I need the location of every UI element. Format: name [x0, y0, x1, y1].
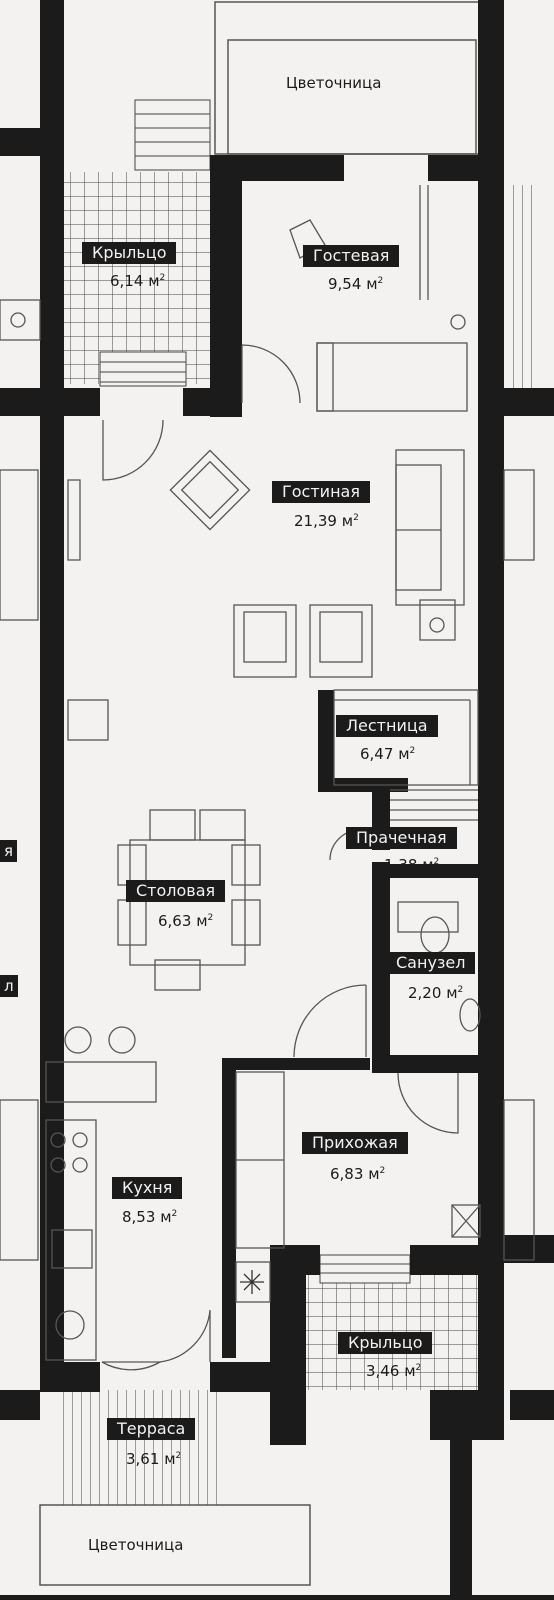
- porch-top-steps: [99, 351, 187, 387]
- room-area-stairs: 6,47 м2: [360, 745, 416, 763]
- right-neighbour-deck: [505, 185, 533, 390]
- room-name-stairs: Лестница: [336, 715, 438, 737]
- room-name-kitchen: Кухня: [112, 1177, 183, 1199]
- room-name-flowerbed-bottom: Цветочница: [88, 1536, 184, 1554]
- porch-bottom-tiles: [305, 1270, 485, 1390]
- room-name-living: Гостиная: [272, 481, 370, 503]
- room-name-guest: Гостевая: [303, 245, 400, 267]
- room-name-porch-bottom: Крыльцо: [338, 1332, 433, 1354]
- porch-top-tiles: [62, 172, 210, 384]
- room-name-dining: Столовая: [126, 880, 226, 902]
- furniture-lines: [0, 185, 535, 1371]
- room-area-guest: 9,54 м2: [328, 275, 384, 293]
- room-area-porch-top: 6,14 м2: [110, 272, 166, 290]
- room-area-hall: 6,83 м2: [330, 1165, 386, 1183]
- flowerbed-bottom-outline: [39, 1504, 311, 1586]
- room-name-laundry: Прачечная: [346, 827, 457, 849]
- room-area-living: 21,39 м2: [294, 512, 359, 530]
- neighbour-label-fragment-b: л: [0, 975, 18, 997]
- room-area-terrace: 3,61 м2: [126, 1450, 182, 1468]
- room-area-porch-bottom: 3,46 м2: [366, 1362, 422, 1380]
- terrace-deck: [62, 1390, 222, 1505]
- neighbour-label-fragment-a: я: [0, 840, 18, 862]
- room-name-porch-top: Крыльцо: [82, 242, 177, 264]
- room-area-dining: 6,63 м2: [158, 912, 214, 930]
- room-area-laundry: 1,38 м2: [384, 856, 440, 874]
- room-name-terrace: Терраса: [107, 1418, 196, 1440]
- room-name-hall: Прихожая: [302, 1132, 408, 1154]
- room-name-flowerbed-top: Цветочница: [286, 74, 382, 92]
- room-name-bathroom: Санузел: [386, 952, 476, 974]
- room-area-kitchen: 8,53 м2: [122, 1208, 178, 1226]
- porch-bottom-steps: [319, 1254, 411, 1284]
- room-area-bathroom: 2,20 м2: [408, 984, 464, 1002]
- top-left-steps: [134, 99, 211, 171]
